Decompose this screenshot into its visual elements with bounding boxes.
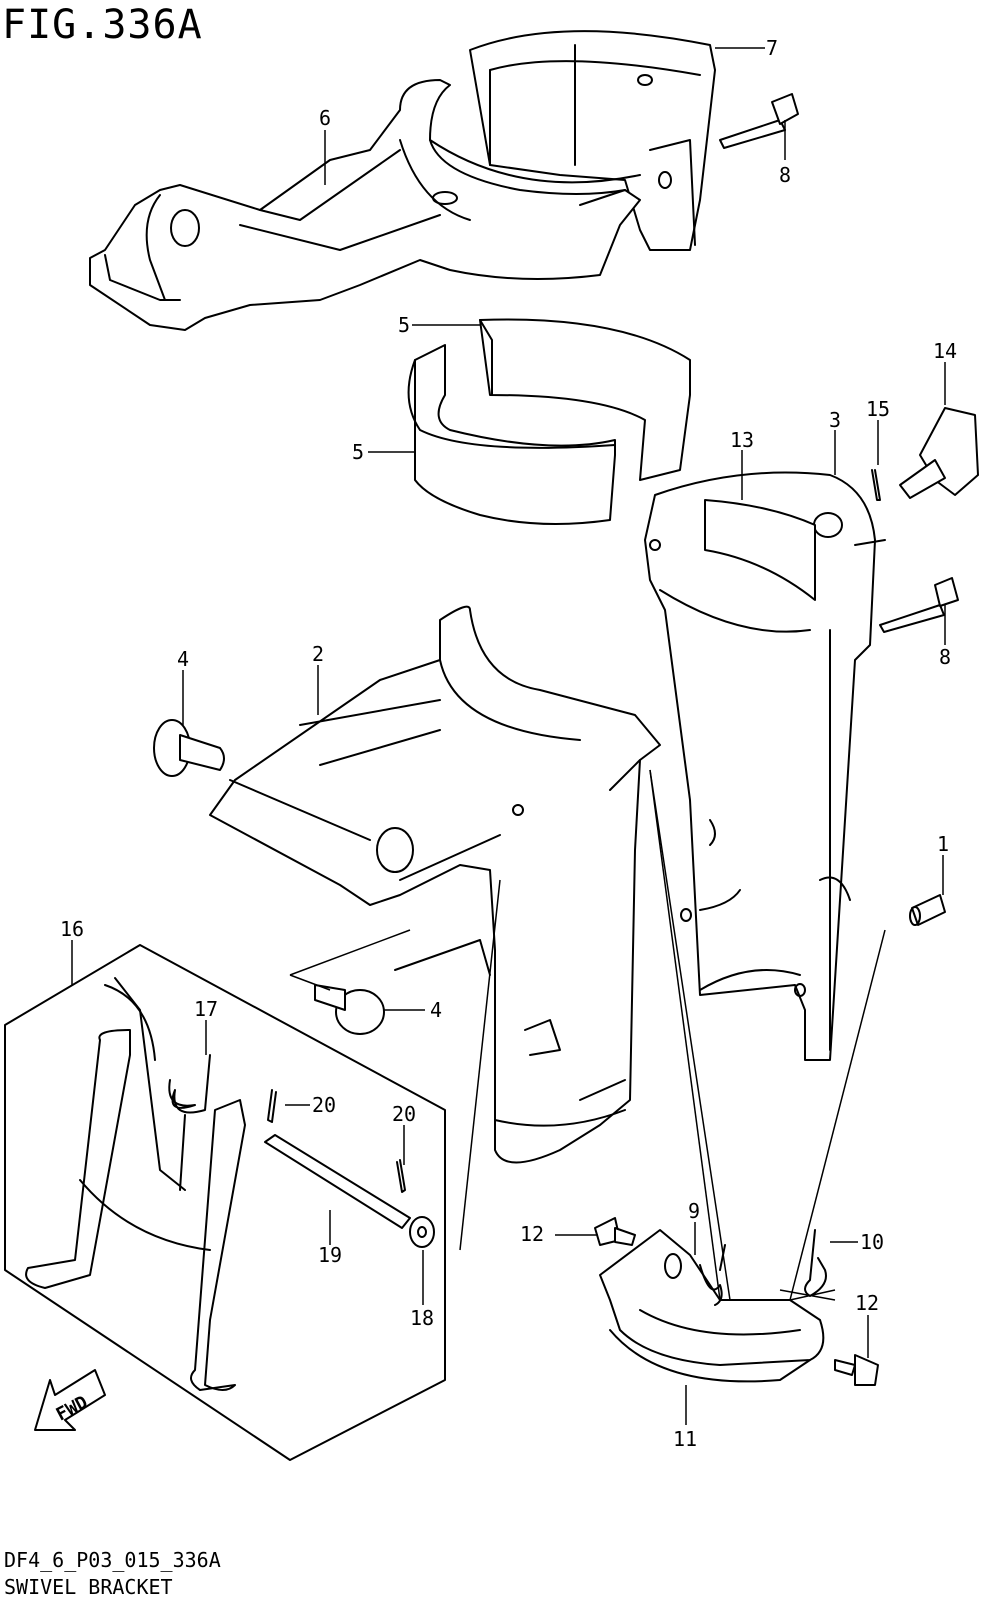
callout-1: 1 [937, 832, 949, 856]
callout-16: 16 [60, 917, 84, 941]
part-4-bolts [153, 719, 385, 1035]
callout-numbers: 7 8 6 5 5 14 15 3 13 8 4 2 1 4 16 17 20 … [60, 36, 957, 1451]
callout-12-left: 12 [520, 1222, 544, 1246]
part-7-upper-clamp [469, 30, 716, 251]
callout-11: 11 [673, 1427, 697, 1451]
part-5-bushings [407, 318, 691, 525]
assembly-lines [289, 769, 886, 1301]
leader-lines [71, 47, 946, 1425]
diagram-code: DF4_6_P03_015_336A [4, 1548, 221, 1572]
callout-10: 10 [860, 1230, 884, 1254]
callout-8-right: 8 [939, 645, 951, 669]
figure-title: FIG.336A [2, 2, 203, 48]
callout-9: 9 [688, 1199, 700, 1223]
part-15-cotter-pin [871, 469, 881, 501]
callout-4-upper: 4 [177, 647, 189, 671]
callout-20-right: 20 [392, 1102, 416, 1126]
callout-8-top: 8 [779, 163, 791, 187]
part-11-lower-bracket [599, 1229, 825, 1383]
part-6-bracket-arm [89, 79, 641, 331]
part-14-knob [899, 407, 979, 499]
callout-5-upper: 5 [398, 313, 410, 337]
callout-19: 19 [318, 1243, 342, 1267]
part-20-cotter-pins [267, 1089, 406, 1193]
fwd-arrow-icon: FWD [34, 1369, 106, 1431]
callout-5-lower: 5 [352, 440, 364, 464]
part-2-main-bracket [209, 605, 661, 1164]
callout-15: 15 [866, 397, 890, 421]
callout-12-right: 12 [855, 1291, 879, 1315]
callout-7: 7 [766, 36, 778, 60]
part-3-swivel-case [644, 471, 886, 1061]
part-10-clip [804, 1229, 827, 1297]
part-9-spring [699, 1244, 726, 1306]
part-16-lever-assembly [4, 944, 446, 1461]
callout-20-left: 20 [312, 1093, 336, 1117]
part-12-bolts [594, 1217, 879, 1386]
callout-6: 6 [319, 106, 331, 130]
part-18-washer [409, 1216, 435, 1248]
callout-17: 17 [194, 997, 218, 1021]
part-19-shaft [264, 1134, 411, 1229]
diagram-name: SWIVEL BRACKET [4, 1575, 173, 1599]
part-1-grease-nipple [909, 894, 946, 926]
part-8-bolts [719, 93, 959, 633]
callout-2: 2 [312, 642, 324, 666]
callout-13: 13 [730, 428, 754, 452]
callout-3: 3 [829, 408, 841, 432]
callout-18: 18 [410, 1306, 434, 1330]
part-13-liner [704, 499, 816, 601]
callout-4-lower: 4 [430, 998, 442, 1022]
part-17-spring [168, 1054, 211, 1191]
callout-14: 14 [933, 339, 957, 363]
